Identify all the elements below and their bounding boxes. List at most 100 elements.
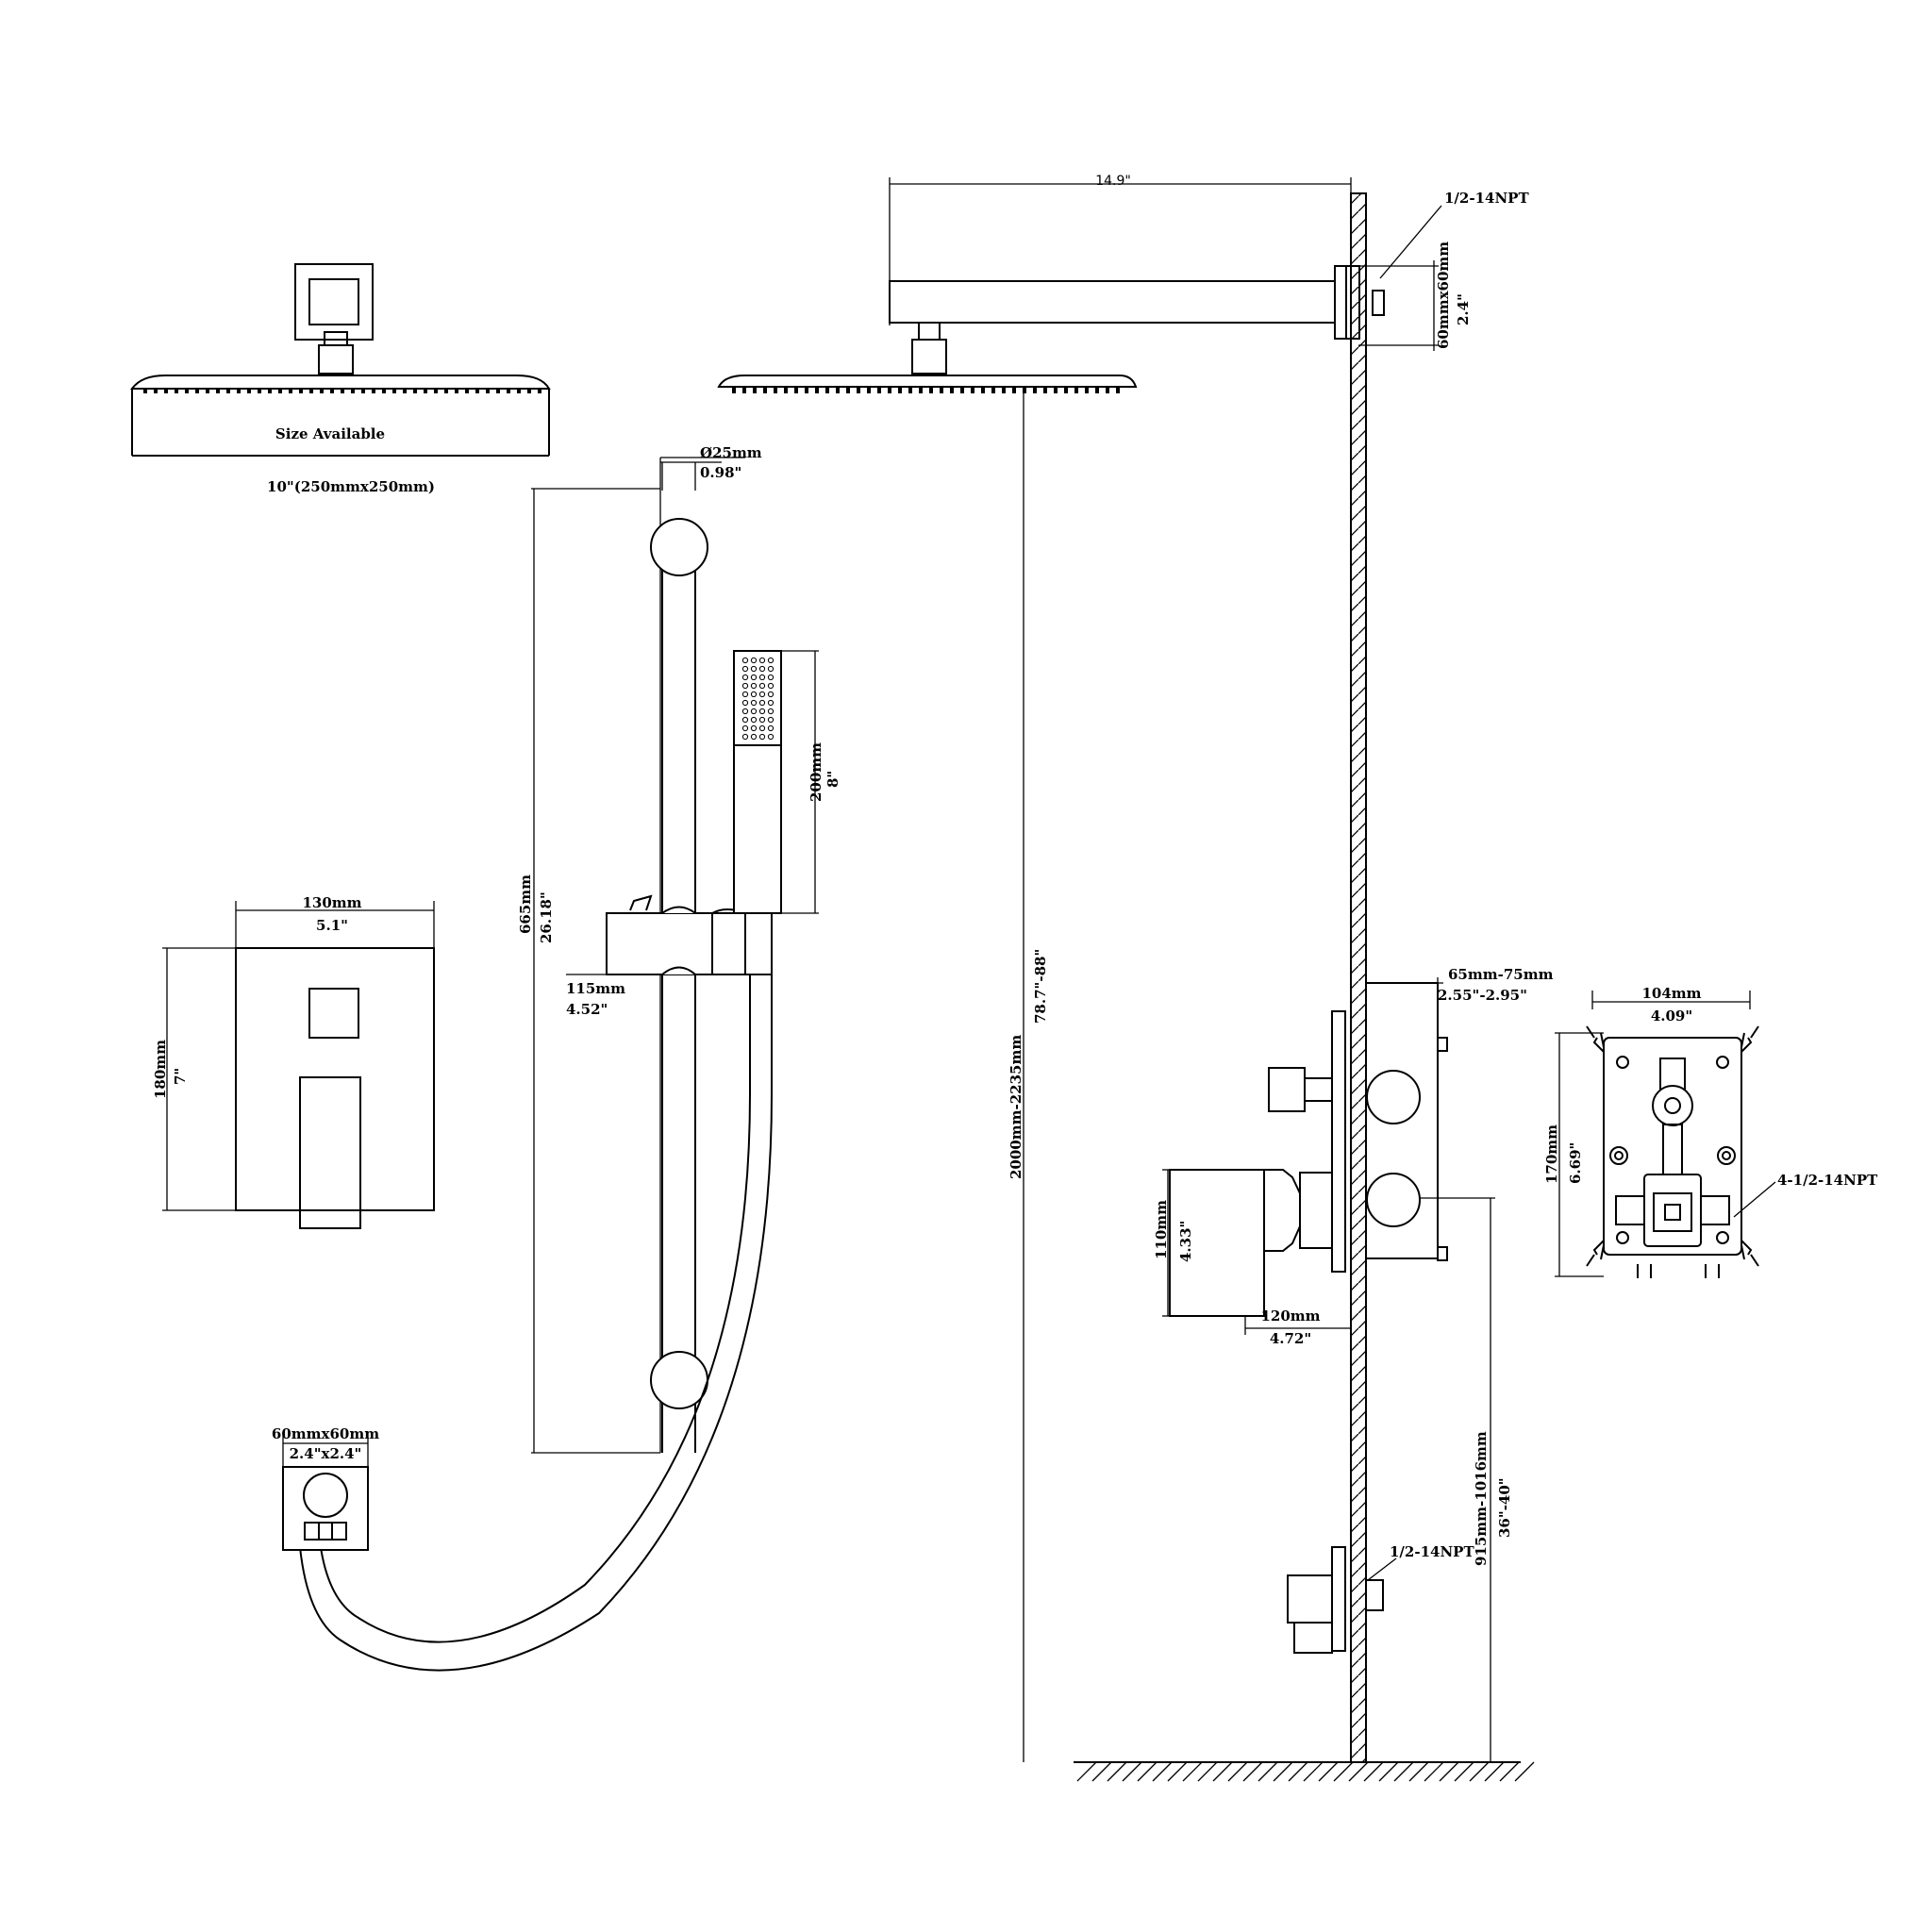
floor-hatch-line [1152, 1761, 1173, 1782]
nozzle-mark [857, 388, 860, 393]
nozzle-mark [1095, 388, 1099, 393]
nozzle-mark [1002, 388, 1006, 393]
elbow-mm-label: 60mmx60mm [272, 1425, 379, 1442]
nozzle-mark [1085, 388, 1089, 393]
trim-width-in-label: 5.1" [316, 917, 348, 934]
spray-nozzle-dot [741, 724, 749, 732]
floor-hatch-line [1378, 1761, 1399, 1782]
nozzle-mark [898, 388, 902, 393]
spray-nozzle-dot [767, 674, 774, 681]
nozzle-mark [216, 388, 220, 393]
floor-hatch-line [1424, 1761, 1444, 1782]
nozzle-mark [143, 388, 147, 393]
nozzle-mark [846, 388, 850, 393]
nozzle-mark [330, 388, 334, 393]
wall-elbow: 60mmx60mm 2.4"x2.4" [272, 1425, 379, 1551]
nozzle-mark [206, 388, 209, 393]
nozzle-mark [538, 388, 541, 393]
trim-width-mm-label: 130mm [302, 894, 361, 911]
floor-hatch-line [1393, 1761, 1414, 1782]
spray-nozzle-dot [750, 691, 758, 698]
nozzle-mark [825, 388, 829, 393]
spray-nozzle-dot [767, 724, 774, 732]
nozzle-mark [971, 388, 974, 393]
npt-top-label: 1/2-14NPT [1444, 190, 1529, 207]
floor-hatch-line [1514, 1761, 1535, 1782]
floor-hatch-line [1242, 1761, 1263, 1782]
overall-height-mm-label: 2000mm-2235mm [1008, 1035, 1024, 1179]
spray-nozzle-dot [750, 665, 758, 673]
nozzle-mark [299, 388, 303, 393]
bar-length-in-label: 26.18" [538, 891, 555, 943]
spray-nozzle-dot [741, 699, 749, 707]
spray-nozzle-dot [767, 657, 774, 664]
valve-height-in-label: 36"-40" [1496, 1477, 1513, 1538]
spray-nozzle-dot [758, 733, 766, 741]
nozzle-mark [247, 388, 251, 393]
nozzle-mark [867, 388, 871, 393]
spray-nozzle-dot [767, 665, 774, 673]
spray-nozzle-dot [758, 674, 766, 681]
nozzle-mark [527, 388, 531, 393]
nozzle-mark [413, 388, 417, 393]
floor-hatch-line [1318, 1761, 1339, 1782]
spray-nozzle-dot [741, 716, 749, 724]
floor-hatch-line [1484, 1761, 1505, 1782]
spray-nozzle-dot [767, 699, 774, 707]
nozzle-mark [815, 388, 819, 393]
spray-nozzle-dot [750, 657, 758, 664]
trim-plate-front-view: 130mm 5.1" 180mm 7" [152, 894, 435, 1229]
nozzle-mark [496, 388, 500, 393]
spray-nozzle-dot [767, 733, 774, 741]
spray-nozzle-dot [741, 682, 749, 690]
spray-nozzle-dot [758, 708, 766, 715]
nozzle-mark [929, 388, 933, 393]
nozzle-mark [226, 388, 230, 393]
spray-nozzle-dot [758, 699, 766, 707]
nozzle-mark [753, 388, 757, 393]
spray-nozzle-dot [750, 733, 758, 741]
floor-hatch-line [1167, 1761, 1188, 1782]
floor-hatch-line [1107, 1761, 1127, 1782]
floor-hatch-line [1227, 1761, 1248, 1782]
nozzle-mark [372, 388, 375, 393]
floor-hatch-line [1333, 1761, 1354, 1782]
head-size-label: 10"(250mmx250mm) [267, 478, 435, 495]
handle-height-mm-label: 110mm [1153, 1200, 1170, 1259]
hand-length-mm-label: 200mm [808, 742, 824, 802]
nozzle-mark [774, 388, 777, 393]
nozzle-mark [784, 388, 788, 393]
floor-hatch-line [1363, 1761, 1384, 1782]
spray-nozzle-dot [758, 665, 766, 673]
size-available-label: Size Available [275, 425, 385, 442]
floor-hatch-line [1257, 1761, 1278, 1782]
nozzle-mark [1074, 388, 1078, 393]
nozzle-mark [278, 388, 282, 393]
handle-reach-in-label: 4.72" [1270, 1330, 1311, 1347]
nozzle-mark [351, 388, 355, 393]
floor-hatch-line [1499, 1761, 1520, 1782]
nozzle-mark [320, 388, 324, 393]
nozzle-mark [877, 388, 881, 393]
spray-nozzle-dot [767, 708, 774, 715]
arm-length-label: 14.9" [1095, 174, 1131, 189]
nozzle-mark [475, 388, 479, 393]
nozzle-mark [444, 388, 448, 393]
handle-height-in-label: 4.33" [1177, 1221, 1194, 1262]
trim-height-mm-label: 180mm [152, 1040, 169, 1099]
nozzle-mark [403, 388, 407, 393]
nozzle-mark [289, 388, 292, 393]
nozzle-mark [392, 388, 396, 393]
slide-bar-assembly: Ø25mm 0.98" 665mm 26.18" 115mm 4.52" 200… [299, 444, 841, 1672]
floor-hatch-line [1273, 1761, 1293, 1782]
spray-nozzle-dot [741, 691, 749, 698]
body-width-mm-label: 104mm [1641, 985, 1701, 1002]
nozzle-mark [341, 388, 344, 393]
handle-reach-mm-label: 120mm [1260, 1307, 1320, 1324]
nozzle-mark [836, 388, 840, 393]
hand-length-in-label: 8" [824, 771, 841, 788]
nozzle-mark [940, 388, 943, 393]
lower-outlet-side-view: 1/2-14NPT [1287, 1543, 1474, 1654]
nozzle-mark [1116, 388, 1120, 393]
